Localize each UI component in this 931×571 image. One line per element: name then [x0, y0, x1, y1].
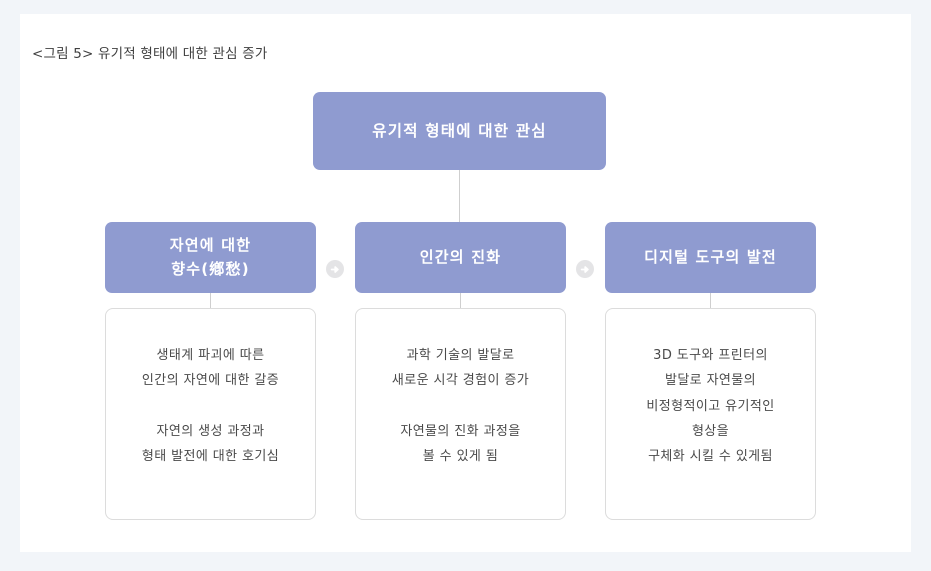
connector-branch3-to-body [710, 293, 711, 308]
connector-branch1-to-body [210, 293, 211, 308]
figure-card: <그림 5> 유기적 형태에 대한 관심 증가 유기적 형태에 대한 관심 자연… [20, 14, 911, 552]
branch-header-3[interactable]: 디지털 도구의 발전 [605, 222, 816, 293]
branch-description-text-2: 과학 기술의 발달로 새로운 시각 경험이 증가 자연물의 진화 과정을 볼 수… [391, 348, 530, 465]
branch-description-text-1: 생태계 파괴에 따른 인간의 자연에 대한 갈증 자연의 생성 과정과 형태 발… [141, 348, 280, 465]
root-node[interactable]: 유기적 형태에 대한 관심 [313, 92, 606, 170]
arrow-right-icon [576, 260, 594, 278]
branch-header-2[interactable]: 인간의 진화 [355, 222, 566, 293]
branch-description-2: 과학 기술의 발달로 새로운 시각 경험이 증가 자연물의 진화 과정을 볼 수… [355, 308, 566, 520]
branch-description-1: 생태계 파괴에 따른 인간의 자연에 대한 갈증 자연의 생성 과정과 형태 발… [105, 308, 316, 520]
branch-description-3: 3D 도구와 프린터의 발달로 자연물의 비정형적이고 유기적인 형상을 구체화… [605, 308, 816, 520]
branch-header-1[interactable]: 자연에 대한 향수(鄕愁) [105, 222, 316, 293]
connector-root-to-center [459, 170, 460, 222]
figure-caption: <그림 5> 유기적 형태에 대한 관심 증가 [32, 46, 268, 62]
arrow-right-icon [326, 260, 344, 278]
branch-description-text-3: 3D 도구와 프린터의 발달로 자연물의 비정형적이고 유기적인 형상을 구체화… [646, 348, 775, 465]
connector-branch2-to-body [460, 293, 461, 308]
